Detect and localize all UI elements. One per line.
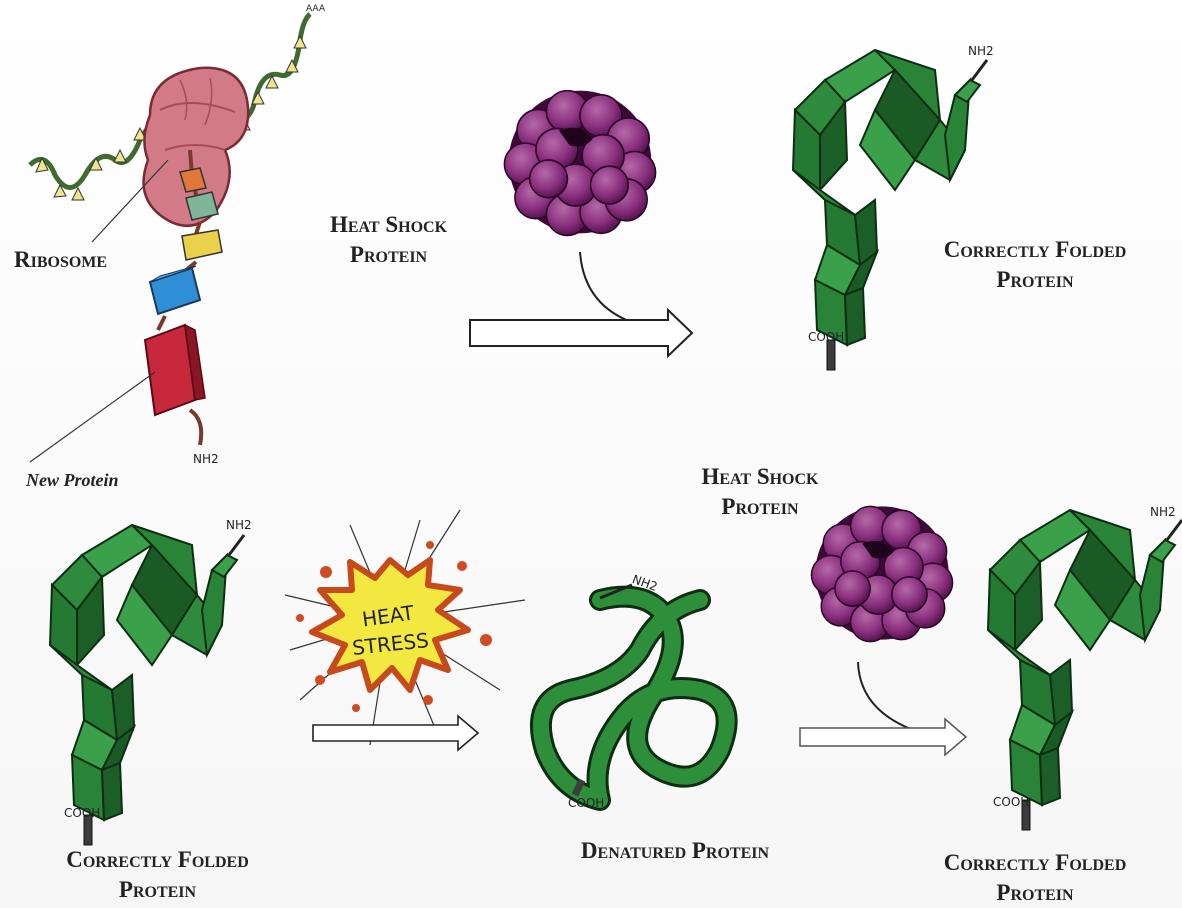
heat-stress-burst: [285, 510, 525, 745]
pointer-lines: [30, 160, 168, 462]
heat-shock-protein-bottom: [811, 506, 952, 641]
nh2-new-protein: NH2: [193, 452, 219, 466]
label-hsp-top-line2: Protein: [330, 240, 447, 270]
folded-protein-bottom-right: [988, 510, 1182, 830]
label-folded-top: Correctly Folded Protein: [905, 235, 1165, 295]
process-arrow-bottom-left: [313, 716, 478, 750]
label-folded-bottom-left-line1: Correctly Folded: [30, 845, 285, 875]
nh2-top: NH2: [968, 44, 994, 58]
cooh-bottom-left: COOH: [64, 806, 100, 820]
label-denatured: Denatured Protein: [540, 836, 810, 866]
label-new-protein: New Protein: [26, 470, 119, 491]
label-folded-top-line1: Correctly Folded: [905, 235, 1165, 265]
nh2-bottom-right: NH2: [1150, 505, 1176, 519]
label-ribosome: Ribosome: [14, 245, 107, 275]
label-folded-top-line2: Protein: [905, 265, 1165, 295]
label-hsp-bottom-line1: Heat Shock: [660, 462, 860, 492]
nh2-bottom-left: NH2: [226, 518, 252, 532]
label-folded-bottom-right-line1: Correctly Folded: [900, 848, 1170, 878]
cooh-top: COOH: [808, 330, 844, 344]
label-hsp-top: Heat Shock Protein: [330, 210, 447, 270]
denatured-protein: [541, 585, 727, 800]
process-arrow-top: [470, 310, 692, 356]
cooh-bottom-right: COOH: [993, 795, 1029, 809]
process-arrow-bottom-right: [800, 719, 966, 755]
poly-a-tail: AAA: [306, 4, 325, 14]
label-hsp-bottom: Heat Shock Protein: [660, 462, 860, 522]
folded-protein-top: [793, 50, 987, 370]
folded-protein-bottom-left: [50, 525, 244, 845]
label-hsp-bottom-line2: Protein: [660, 492, 860, 522]
label-folded-bottom-left: Correctly Folded Protein: [30, 845, 285, 905]
label-folded-bottom-right-line2: Protein: [900, 878, 1170, 908]
label-hsp-top-line1: Heat Shock: [330, 210, 447, 240]
label-folded-bottom-right: Correctly Folded Protein: [900, 848, 1170, 908]
cooh-denatured: COOH: [568, 796, 604, 810]
label-folded-bottom-left-line2: Protein: [30, 875, 285, 905]
heat-shock-protein-top: [504, 91, 655, 236]
